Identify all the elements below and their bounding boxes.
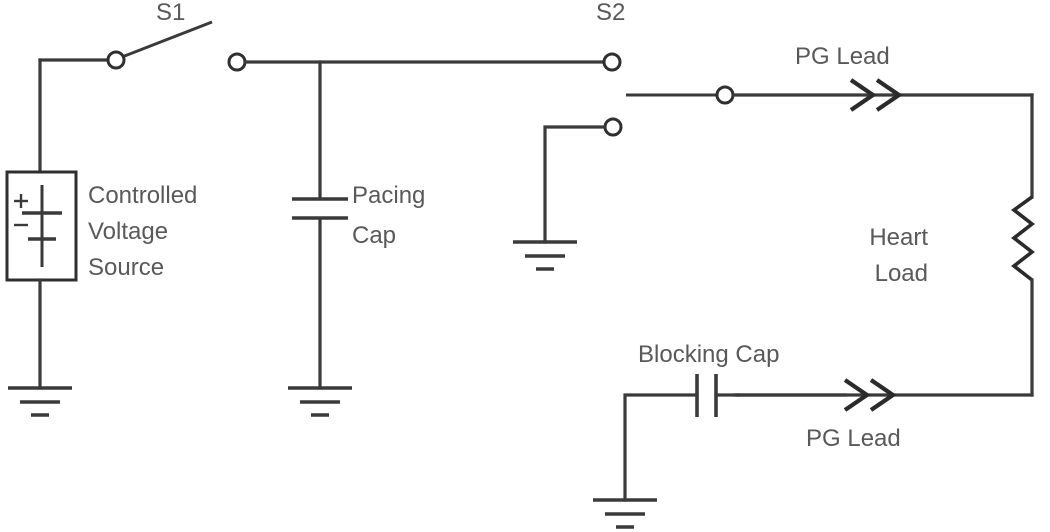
s1-lever[interactable] — [121, 20, 213, 59]
pacing-cap-label-line1: Pacing — [352, 182, 425, 209]
s1-terminal-right[interactable] — [227, 52, 247, 72]
voltage-source-labels: Controlled Voltage Source — [88, 182, 197, 281]
heart-load-label-line2: Load — [875, 260, 928, 287]
voltage-source-label-line2: Voltage — [88, 218, 168, 245]
pg-lead-bottom-label: PG Lead — [806, 425, 901, 452]
pacing-cap-branch: Pacing Cap — [288, 60, 425, 417]
s2-terminal-common[interactable] — [602, 52, 622, 72]
voltage-source-label-line3: Source — [88, 254, 164, 281]
heart-load-label-line1: Heart — [869, 224, 928, 251]
pacing-cap-label-line2: Cap — [352, 222, 396, 249]
s1-label: S1 — [156, 0, 185, 26]
ground-symbol-source — [8, 386, 72, 417]
switch-s2[interactable]: S2 — [513, 0, 770, 271]
blocking-cap-label: Blocking Cap — [638, 341, 779, 368]
pg-lead-top-chevron-icon — [849, 78, 903, 112]
blocking-cap-branch: PG Lead Blocking Cap — [593, 341, 1034, 529]
wire-blocking-cap-to-ground — [623, 393, 699, 502]
heart-load-zigzag — [1010, 195, 1035, 282]
ground-symbol-pacing-cap — [288, 386, 352, 417]
ground-symbol-s2 — [513, 240, 577, 271]
ground-symbol-blocking-cap — [593, 498, 657, 529]
s2-pole-pivot[interactable] — [715, 85, 735, 105]
voltage-source-branch — [5, 58, 110, 417]
s2-terminal-ground-throw[interactable] — [603, 117, 623, 137]
voltage-source-label-line1: Controlled — [88, 182, 197, 209]
pg-lead-bottom-chevron-icon — [843, 378, 897, 412]
switch-s1[interactable]: S1 — [106, 0, 247, 72]
voltage-source-plus-sign — [14, 194, 28, 208]
pg-lead-top-label: PG Lead — [795, 43, 890, 70]
s1-terminal-left[interactable] — [106, 50, 126, 70]
s2-label: S2 — [596, 0, 625, 26]
wire-s2-to-ground — [543, 125, 607, 244]
heart-load: Heart Load — [869, 93, 1035, 397]
pg-lead-top-branch: PG Lead — [731, 43, 1034, 112]
